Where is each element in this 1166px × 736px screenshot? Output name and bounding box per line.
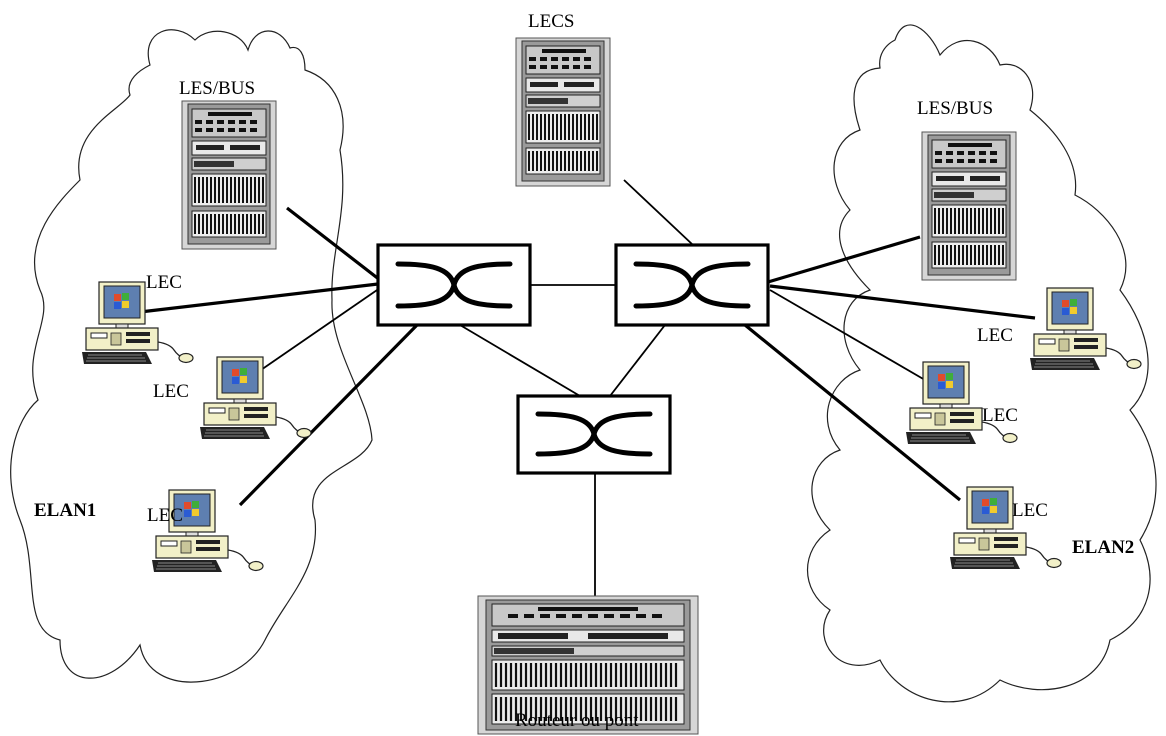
link-lec-left2-switch1 [257, 287, 381, 373]
lecs-label: LECS [528, 11, 574, 32]
router-label: Routeur ou pont [515, 710, 639, 731]
lec-label-right-3: LEC [1012, 500, 1048, 521]
link-lecs-switch2 [623, 179, 694, 246]
link-lesbus-left-switch1 [286, 206, 381, 282]
link-lec-left3-switch1 [238, 322, 420, 507]
lec-workstation-right-1 [1029, 287, 1142, 371]
les-bus-server-right [921, 131, 1017, 281]
link-switch2-lec-right3 [743, 323, 962, 502]
lec-workstation-right-2 [905, 361, 1018, 445]
lec-workstation-left-2 [199, 356, 312, 440]
link-switch1-switch3 [459, 324, 581, 397]
les-bus-server-left [181, 100, 277, 250]
link-lesbus-right-switch2 [767, 235, 921, 284]
link-switch2-lec-right1 [769, 284, 1036, 320]
atm-switch-2 [614, 243, 770, 327]
elan1-cloud-boundary [10, 29, 373, 683]
lec-label-left-3: LEC [147, 505, 183, 526]
lecs-server [515, 37, 611, 187]
les-bus-label-left: LES/BUS [179, 78, 255, 99]
les-bus-label-right: LES/BUS [917, 98, 993, 119]
lec-label-right-2: LEC [982, 405, 1018, 426]
link-switch2-lec-right2 [769, 289, 926, 381]
link-lec-left1-switch1 [139, 282, 379, 314]
lec-workstation-left-1 [81, 281, 194, 365]
lec-label-left-2: LEC [153, 381, 189, 402]
lec-label-left-1: LEC [146, 272, 182, 293]
atm-switch-3 [516, 394, 672, 475]
lec-label-right-1: LEC [977, 325, 1013, 346]
atm-switch-1 [376, 243, 532, 327]
link-switch2-switch3 [609, 324, 666, 397]
elan2-cloud-boundary [807, 24, 1157, 703]
elan1-label: ELAN1 [34, 500, 96, 521]
elan2-label: ELAN2 [1072, 537, 1134, 558]
lec-workstation-left-3 [151, 489, 264, 573]
